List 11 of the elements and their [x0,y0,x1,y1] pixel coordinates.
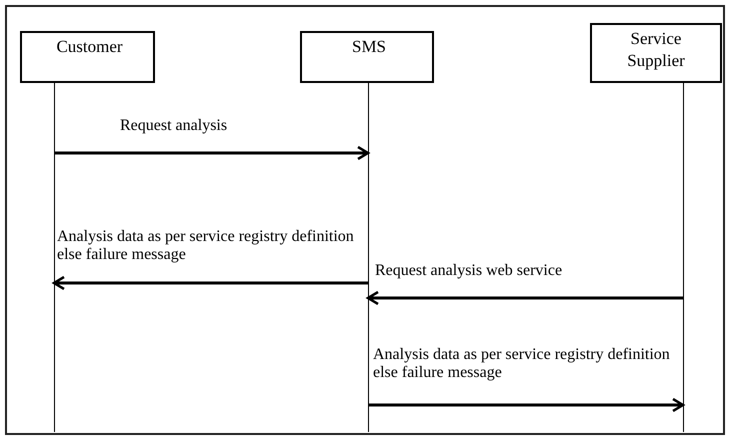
message-label: Analysis data as per service registry definition else failure message [373,346,671,382]
message-label: Request analysis web service [375,262,564,280]
message-arrow [54,146,370,160]
participant-box: Service Supplier [590,23,722,83]
participant-box: Customer [20,31,155,83]
message-arrow [52,276,368,290]
message-label: Analysis data as per service registry definition else failure message [57,228,355,264]
participant-box: SMS [300,31,434,83]
message-arrow [368,398,684,412]
message-label: Request analysis [120,117,228,135]
message-arrow [366,290,683,306]
